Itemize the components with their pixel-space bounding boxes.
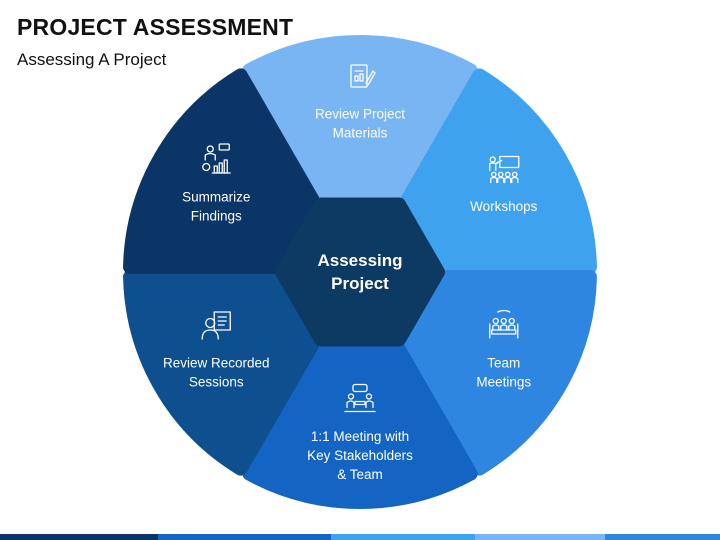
footer-bar-segment <box>0 534 159 540</box>
document-edit-icon <box>350 64 376 88</box>
segment-label-line: Team <box>487 356 520 371</box>
footer-color-bar <box>0 534 720 540</box>
segment-label-line: Workshops <box>470 199 538 214</box>
segment-label-line: 1:1 Meeting with <box>311 429 409 444</box>
segment-label-line: Review Recorded <box>163 356 270 371</box>
person-screen-icon <box>201 311 231 340</box>
one-on-one-meeting-icon <box>344 383 376 413</box>
center-label-line: Assessing <box>317 251 402 270</box>
segment-shape <box>123 270 320 476</box>
segment-label-line: Meetings <box>476 375 531 390</box>
center-label-line: Project <box>331 274 389 293</box>
presenter-chart-icon <box>202 143 231 174</box>
segment-workshops: Workshops <box>400 68 597 274</box>
segment-shape <box>242 35 478 203</box>
segment-label: Workshops <box>470 199 538 214</box>
footer-bar-segment <box>158 534 332 540</box>
segment-label-line: Materials <box>333 126 388 141</box>
segment-shape <box>400 68 597 274</box>
segment-label-line: Review Project <box>315 107 405 122</box>
page-title: PROJECT ASSESSMENT <box>17 14 294 40</box>
segment-label-line: Summarize <box>182 190 250 205</box>
team-meeting-icon <box>489 309 519 339</box>
segment-label-line: Findings <box>191 209 242 224</box>
segment-label-line: Sessions <box>189 375 244 390</box>
footer-bar-segment <box>604 534 720 540</box>
segment-label-line: Key Stakeholders <box>307 448 413 463</box>
footer-bar-segment <box>475 534 605 540</box>
footer-bar-segment <box>331 534 476 540</box>
page-subtitle: Assessing A Project <box>17 50 167 69</box>
presentation-audience-icon <box>489 155 520 184</box>
segment-shape <box>400 270 597 476</box>
segment-shape <box>242 341 478 509</box>
segment-label-line: & Team <box>337 467 383 482</box>
center-hexagon <box>275 197 445 347</box>
segment-shape <box>123 68 320 274</box>
